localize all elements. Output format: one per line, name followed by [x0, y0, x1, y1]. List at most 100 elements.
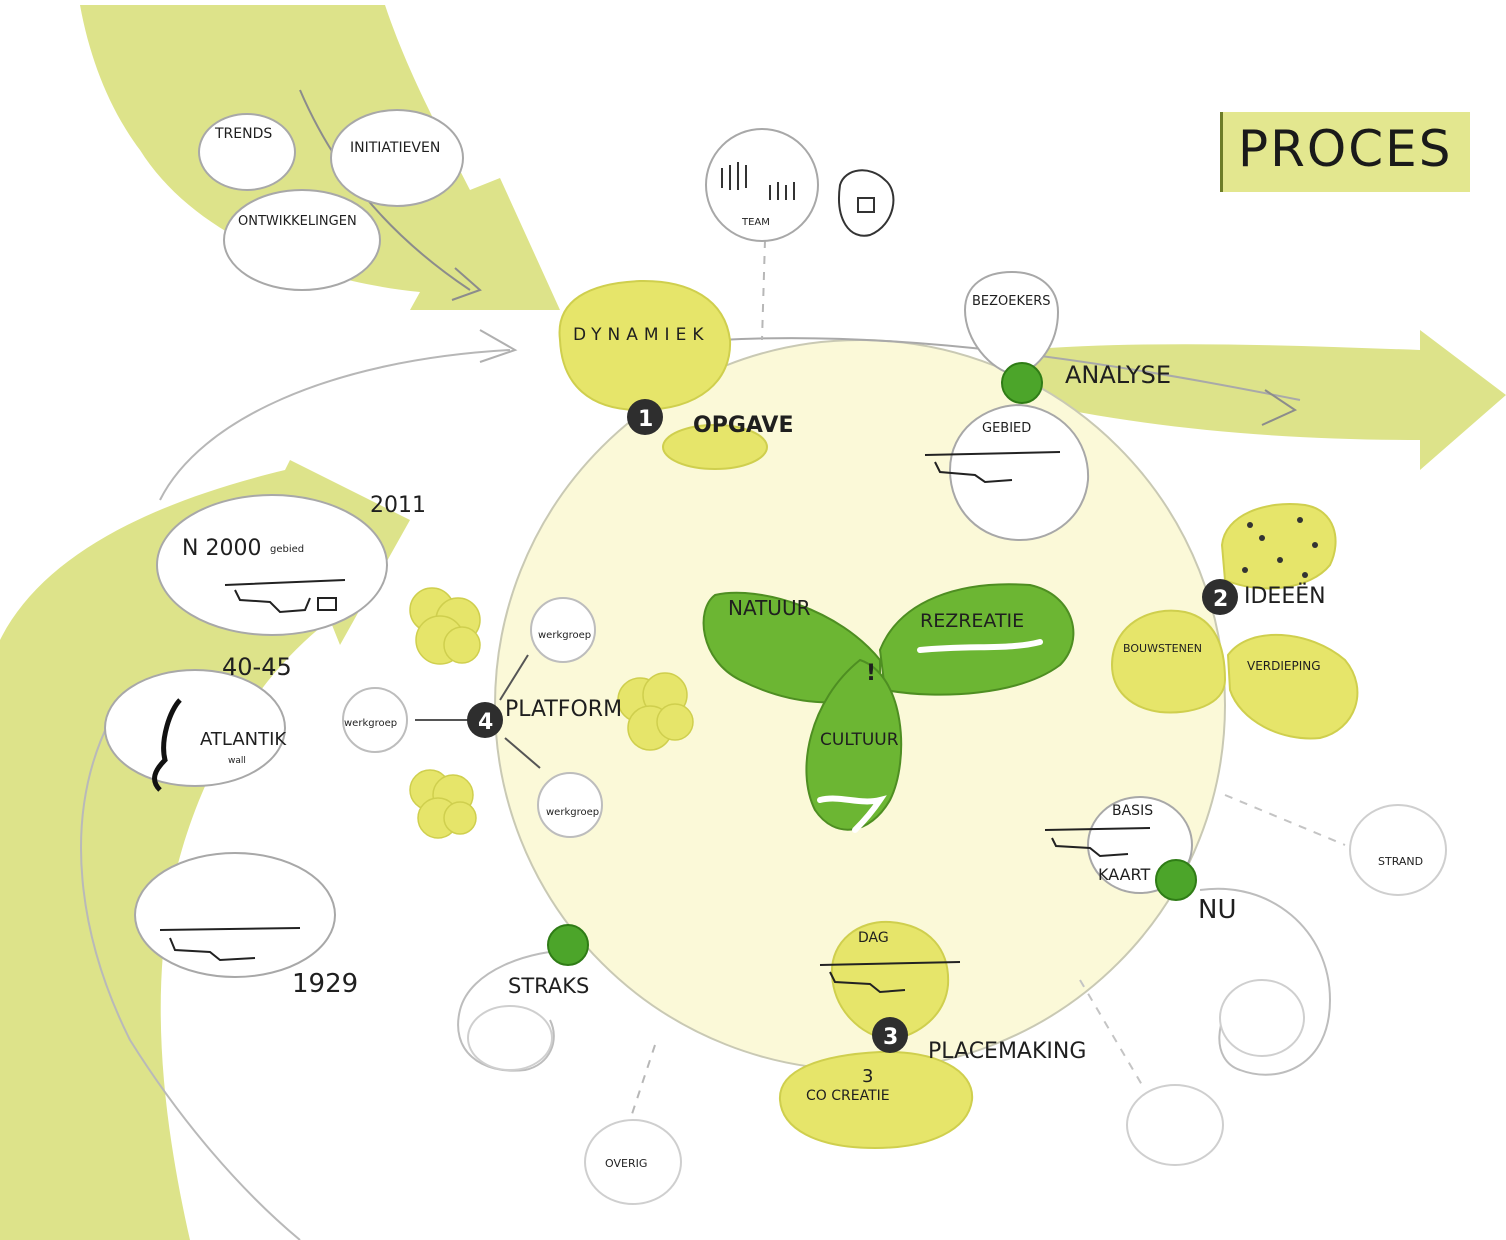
- initiatieven-label: INITIATIEVEN: [350, 140, 440, 156]
- yellow-cloud-2: [617, 672, 694, 751]
- site-sketch-icon: [838, 169, 895, 237]
- rezreatie-label: REZREATIE: [920, 610, 1024, 632]
- team-circle: [705, 128, 819, 242]
- dashed-line-bottomright: [1079, 979, 1146, 1091]
- team-label: TEAM: [741, 217, 770, 228]
- step-1-dot: [627, 399, 663, 435]
- nu-green-dot: [1155, 859, 1197, 901]
- ontwikkelingen-circle: [223, 189, 381, 291]
- step-2-dot: [1202, 579, 1238, 615]
- atlantik-circle: [104, 669, 286, 787]
- verdieping-petal: [1226, 634, 1359, 740]
- strand-label: STRAND: [1378, 855, 1423, 868]
- step-3-dot: [872, 1017, 908, 1053]
- nu-loop: [1199, 887, 1332, 1076]
- arrow-head-top: [479, 329, 518, 363]
- overig-label: OVERIG: [605, 1157, 647, 1170]
- step-4-dot: [467, 702, 503, 738]
- opgave-label: OPGAVE: [693, 413, 793, 438]
- basis-label: BASIS: [1112, 803, 1153, 819]
- n2000-circle: [156, 494, 388, 636]
- yellow-cloud-1: [409, 587, 481, 665]
- year1929-circle: [134, 852, 336, 978]
- gebied-bubble: [948, 403, 1090, 542]
- programmering-circle: [1126, 1084, 1224, 1166]
- straks-green-dot: [547, 924, 589, 966]
- workgroup-circle-left: [342, 687, 408, 753]
- bezoekers-label: BEZOEKERS: [972, 294, 1051, 309]
- atlantik-label: ATLANTIK: [200, 729, 287, 750]
- workgroup-circle-top: [530, 597, 596, 663]
- ideeen-label: IDEEËN: [1244, 583, 1326, 609]
- cocreatie-label: CO CREATIE: [806, 1088, 890, 1104]
- verdieping-label: VERDIEPING: [1247, 659, 1321, 673]
- history-band-bottom: [0, 460, 410, 1240]
- gebied-label: GEBIED: [982, 421, 1031, 436]
- n2000-map-sketch: [224, 579, 346, 614]
- site-square-icon: [857, 197, 875, 213]
- platform-arrow-top: [499, 654, 529, 701]
- step-4-number: 4: [478, 710, 493, 735]
- nu-sub-circle: [1219, 979, 1305, 1057]
- straks-label: STRAKS: [508, 974, 589, 998]
- overig-circle: [584, 1119, 682, 1205]
- workgroup-left-label: werkgroep: [344, 718, 397, 729]
- bouwstenen-petal: [1110, 609, 1227, 714]
- arrow-head-mid: [451, 267, 482, 301]
- cultuur-label: CULTUUR: [820, 730, 899, 750]
- workgroup-top-label: werkgroep: [538, 630, 591, 641]
- arrow-head-right: [1261, 389, 1298, 426]
- basiskaart-map-sketch: [1044, 827, 1151, 858]
- kaart-label: KAART: [1098, 865, 1151, 884]
- n2000-suffix: gebied: [270, 544, 304, 555]
- cultuur-river-icon: [817, 795, 887, 833]
- center-mark: !: [866, 661, 876, 686]
- atlantik-small: wall: [228, 756, 246, 766]
- team-people-icon: [721, 162, 795, 200]
- year1929-map-sketch: [159, 927, 301, 962]
- n2000-label: N 2000: [182, 536, 261, 561]
- ideeen-petal-top: [1220, 503, 1337, 590]
- nu-label: NU: [1198, 895, 1236, 925]
- year-2011: 2011: [370, 493, 426, 518]
- workgroup-circle-bottom: [537, 772, 603, 838]
- gebied-map-sketch: [924, 451, 1061, 484]
- straks-sub-circle: [467, 1005, 553, 1071]
- step-2-number: 2: [1213, 587, 1228, 612]
- dynamiek-bubble: [558, 279, 732, 412]
- analyse-label: ANALYSE: [1065, 361, 1171, 389]
- year-40-45: 40-45: [222, 653, 292, 681]
- page-title: PROCES: [1238, 120, 1453, 178]
- opgave-sub-bubble: [662, 424, 768, 470]
- year-1929: 1929: [292, 969, 358, 999]
- title-background: [1220, 112, 1470, 192]
- platform-label: PLATFORM: [505, 697, 622, 722]
- step-3-number: 3: [883, 1025, 898, 1050]
- history-band-top: [80, 5, 560, 310]
- dag-map-sketch: [819, 961, 961, 994]
- cocreatie-number: 3: [862, 1066, 873, 1087]
- straks-loop: [457, 949, 576, 1072]
- natuur-label: NATUUR: [728, 596, 811, 620]
- dag-bubble: [830, 920, 950, 1042]
- dashed-line-top: [761, 239, 766, 341]
- bezoekers-bubble: [963, 270, 1060, 377]
- flow-arc-left: [80, 719, 301, 1240]
- atlantik-coast-sketch: [152, 698, 182, 792]
- dag-label: DAG: [858, 930, 889, 946]
- rezreatie-leaf: [878, 583, 1075, 696]
- platform-arrow-bottom: [504, 737, 541, 769]
- strand-circle: [1349, 804, 1447, 896]
- analyse-green-dot: [1001, 362, 1043, 404]
- initiatieven-circle: [330, 109, 464, 207]
- dynamiek-label: DYNAMIEK: [573, 325, 709, 345]
- bouwstenen-label: BOUWSTENEN: [1123, 642, 1202, 655]
- ideeen-dots: [1242, 517, 1318, 578]
- step-1-number: 1: [638, 407, 653, 432]
- workgroup-bottom-label: werkgroep: [546, 807, 599, 818]
- yellow-cloud-3: [409, 769, 477, 839]
- flow-arc-top: [159, 349, 511, 501]
- n2000-map-square: [317, 597, 337, 611]
